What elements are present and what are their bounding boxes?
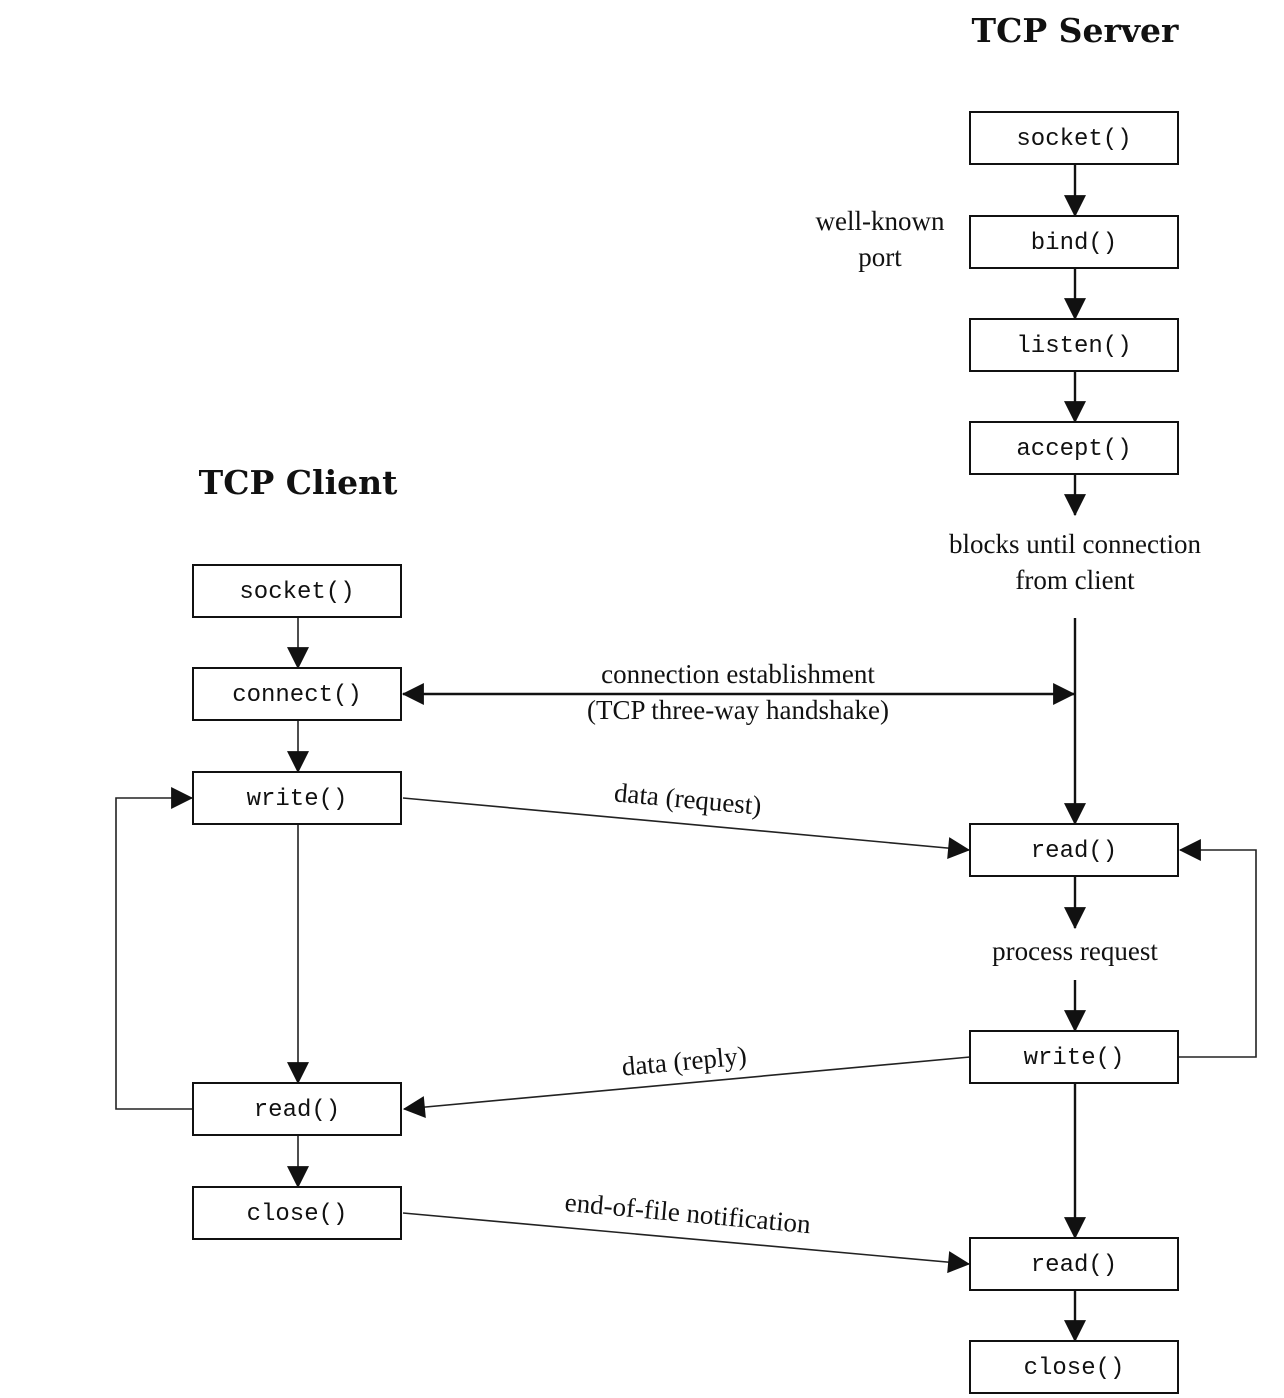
client-title: TCP Client bbox=[199, 463, 398, 502]
server-bind-label: bind() bbox=[1031, 230, 1117, 257]
server-loop-arrow bbox=[1178, 839, 1257, 1058]
server-accept-box: accept() bbox=[969, 421, 1179, 475]
server-close-box: close() bbox=[969, 1340, 1179, 1394]
reply-label: data (reply) bbox=[620, 1040, 747, 1081]
server-title: TCP Server bbox=[972, 11, 1180, 50]
server-write-label: write() bbox=[1024, 1045, 1125, 1072]
client-connect-label: connect() bbox=[232, 682, 362, 709]
server-read2-box: read() bbox=[969, 1237, 1179, 1291]
server-read2-label: read() bbox=[1031, 1252, 1117, 1279]
client-write-label: write() bbox=[247, 786, 348, 813]
client-read-label: read() bbox=[254, 1097, 340, 1124]
well-known-port-note-line2: port bbox=[858, 242, 902, 272]
reply-arrow bbox=[402, 1056, 971, 1119]
server-bind-box: bind() bbox=[969, 215, 1179, 269]
client-read-box: read() bbox=[192, 1082, 402, 1136]
request-arrow bbox=[402, 797, 971, 860]
server-read-box: read() bbox=[969, 823, 1179, 877]
well-known-port-note-line1: well-known bbox=[816, 206, 945, 236]
server-listen-box: listen() bbox=[969, 318, 1179, 372]
eof-arrow bbox=[402, 1212, 971, 1274]
client-socket-label: socket() bbox=[239, 579, 354, 606]
client-close-box: close() bbox=[192, 1186, 402, 1240]
server-close-label: close() bbox=[1024, 1355, 1125, 1382]
connection-establishment-label: connection establishment bbox=[601, 659, 875, 689]
process-request-note: process request bbox=[992, 936, 1158, 966]
server-write-box: write() bbox=[969, 1030, 1179, 1084]
server-listen-label: listen() bbox=[1016, 333, 1131, 360]
server-accept-label: accept() bbox=[1016, 436, 1131, 463]
request-label: data (request) bbox=[613, 777, 763, 820]
three-way-handshake-label: (TCP three-way handshake) bbox=[587, 695, 889, 725]
client-loop-arrow bbox=[115, 787, 194, 1110]
blocks-note-line2: from client bbox=[1015, 565, 1135, 595]
client-socket-box: socket() bbox=[192, 564, 402, 618]
client-write-box: write() bbox=[192, 771, 402, 825]
blocks-note-line1: blocks until connection bbox=[949, 529, 1201, 559]
server-socket-label: socket() bbox=[1016, 126, 1131, 153]
server-socket-box: socket() bbox=[969, 111, 1179, 165]
client-close-label: close() bbox=[247, 1201, 348, 1228]
server-read-label: read() bbox=[1031, 838, 1117, 865]
client-connect-box: connect() bbox=[192, 667, 402, 721]
